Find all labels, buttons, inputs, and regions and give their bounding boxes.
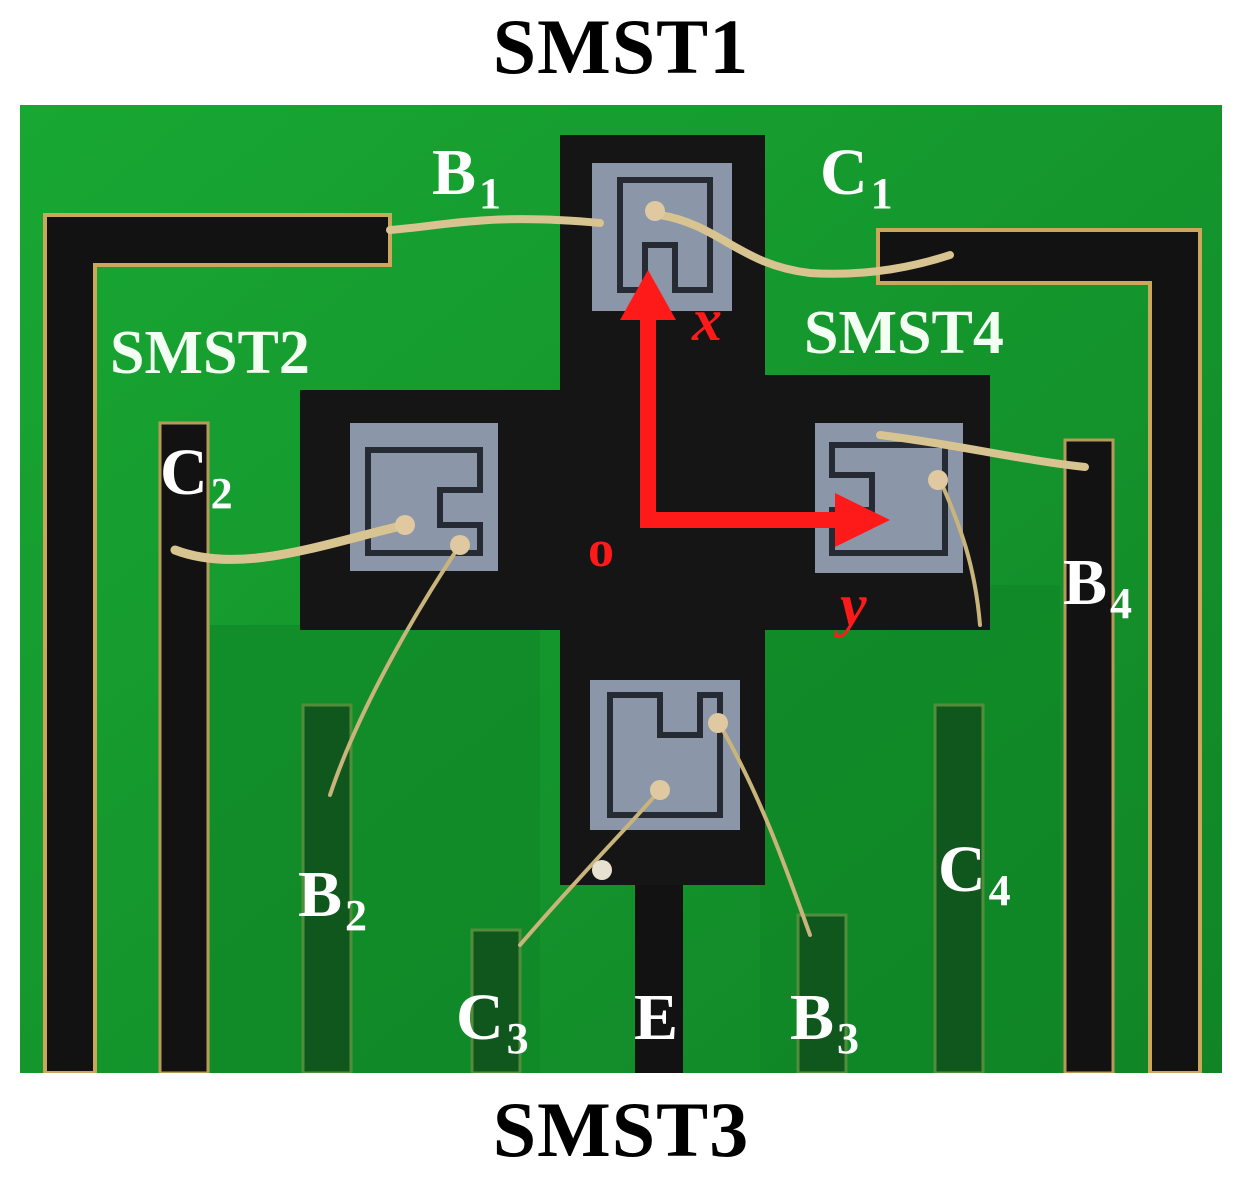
trace-right-outer	[876, 228, 1202, 1073]
die-smst3	[590, 680, 740, 830]
wire-c4	[938, 478, 982, 627]
bond-ball-smst2b	[450, 535, 470, 555]
wire-b3	[718, 723, 812, 937]
die-smst2	[350, 423, 498, 571]
wire-c2	[170, 520, 410, 564]
die-smst3-pattern	[607, 692, 723, 818]
green-region-left	[210, 625, 540, 1073]
bond-ball-e	[592, 860, 612, 880]
coordinate-axes	[620, 270, 890, 547]
wire-b2	[328, 543, 462, 797]
bond-ball-smst3a	[650, 780, 670, 800]
wire-c3	[518, 788, 662, 947]
pin-c3: C3	[456, 981, 529, 1063]
axis-x-arrowhead	[620, 270, 676, 320]
pin-b2: B2	[298, 858, 368, 940]
pin-b4: B4	[1063, 546, 1133, 628]
trace-left-outer	[43, 213, 392, 1073]
label-smst2: SMST2	[110, 319, 310, 387]
wire-b4	[876, 431, 1089, 471]
die-smst1-pattern	[617, 177, 713, 293]
title-smst1: SMST1	[492, 3, 750, 90]
pin-c4: C4	[938, 833, 1011, 915]
title-smst3: SMST3	[492, 1086, 750, 1173]
axis-x-label: x	[692, 287, 722, 353]
green-region-right	[760, 585, 1060, 1073]
axis-y-label: y	[840, 572, 867, 638]
trace-c2	[158, 421, 210, 1073]
pin-b3: B3	[790, 981, 860, 1063]
pin-c2: C2	[160, 436, 233, 518]
trace-b4	[1063, 438, 1115, 1073]
pin-e: E	[634, 981, 679, 1054]
bond-ball-smst1	[645, 201, 665, 221]
pin-c1: C1	[820, 136, 893, 218]
axis-y-arrowhead	[835, 493, 890, 547]
wire-c1	[656, 211, 954, 278]
die-smst2-pattern	[365, 447, 483, 556]
bond-ball-smst2a	[395, 515, 415, 535]
trace-e	[635, 865, 683, 1073]
bond-ball-smst4	[928, 470, 948, 490]
origin-label: o	[588, 521, 614, 578]
label-smst4: SMST4	[804, 299, 1004, 367]
sensor-photo	[20, 105, 1222, 1073]
pin-b1: B1	[432, 136, 502, 218]
bond-ball-smst3b	[708, 713, 728, 733]
wire-b1	[386, 215, 604, 234]
